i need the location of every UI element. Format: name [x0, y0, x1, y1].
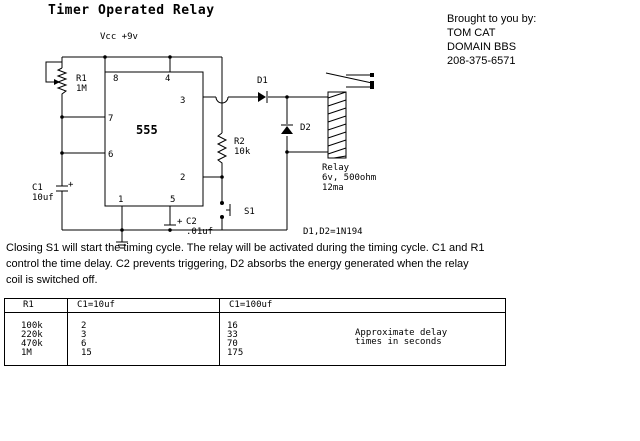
credits-block: Brought to you by: TOM CAT DOMAIN BBS 20… — [447, 12, 536, 68]
table-cell: 33 — [227, 330, 238, 340]
pin-8-label: 8 — [113, 74, 118, 84]
pin-4-label: 4 — [165, 74, 170, 84]
r1-value: 1M — [76, 84, 87, 94]
s1-switch — [220, 201, 231, 219]
credits-bbs: DOMAIN BBS — [447, 41, 517, 53]
s1-label: S1 — [244, 207, 255, 217]
d2-label: D2 — [300, 123, 311, 133]
table-cell: 70 — [227, 339, 238, 349]
c2-value: .01uf — [186, 227, 213, 237]
description-line-3: coil is switched off. — [6, 274, 98, 286]
header-c1-10uf: C1=10uf — [77, 300, 115, 310]
relay-current: 12ma — [322, 183, 344, 193]
header-c1-100uf: C1=100uf — [229, 300, 273, 310]
relay-label: Relay — [322, 163, 350, 173]
description: Closing S1 will start the timing cycle. … — [6, 240, 486, 288]
wires — [45, 56, 373, 242]
c1-10uf-column: 2 3 6 15 — [81, 322, 92, 358]
schematic-diagram: Vcc +9v 8 4 7 6 3 2 1 5 555 R1 1M R2 10k… — [32, 32, 376, 249]
r1-wiper-arrow — [54, 79, 60, 85]
table-cell: 6 — [81, 339, 87, 349]
pin-2-label: 2 — [180, 173, 185, 183]
c2-name: C2 — [186, 217, 197, 227]
table-cell: 15 — [81, 348, 92, 358]
vcc-label: Vcc +9v — [100, 32, 138, 42]
r1-name: R1 — [76, 74, 87, 84]
table-header-row — [5, 299, 505, 313]
c2-plus: + — [177, 217, 183, 227]
junction-dots — [60, 55, 289, 232]
c1-value: 10uf — [32, 193, 54, 203]
c1-name: C1 — [32, 183, 43, 193]
table-note-line-1: Approximate delay — [355, 328, 448, 338]
diode-part-note: D1,D2=1N194 — [303, 227, 363, 237]
c1-100uf-column: 16 33 70 175 — [227, 322, 243, 358]
delay-table: R1 C1=10uf C1=100uf 100k 220k 470k 1M 2 … — [4, 298, 506, 366]
credits-phone: 208-375-6571 — [447, 55, 516, 67]
relay-contacts — [370, 73, 374, 89]
table-cell: 100k — [21, 321, 43, 331]
c1-plus: + — [68, 180, 74, 190]
table-cell: 3 — [81, 330, 87, 340]
table-cell: 220k — [21, 330, 43, 340]
credits-line-1: Brought to you by: — [447, 13, 537, 25]
page-title: Timer Operated Relay — [48, 3, 215, 18]
r2-resistor — [216, 132, 228, 165]
pin-3-label: 3 — [180, 96, 185, 106]
c1-capacitor — [56, 185, 68, 192]
table-note-line-2: times in seconds — [355, 337, 442, 347]
table-note: Approximate delay times in seconds — [355, 329, 447, 347]
ground-icon — [116, 241, 128, 249]
table-cell: 2 — [81, 321, 87, 331]
r2-value: 10k — [234, 147, 251, 157]
pin-6-label: 6 — [108, 150, 113, 160]
table-cell: 16 — [227, 321, 238, 331]
description-line-2: control the time delay. C2 prevents trig… — [6, 258, 469, 270]
relay-coil — [327, 91, 347, 159]
d2-diode — [281, 124, 293, 134]
pin-7-label: 7 — [108, 114, 113, 124]
table-cell: 1M — [21, 348, 32, 358]
table-cell: 470k — [21, 339, 43, 349]
description-line-1: Closing S1 will start the timing cycle. … — [6, 242, 485, 254]
d1-label: D1 — [257, 76, 268, 86]
header-r1: R1 — [23, 300, 34, 310]
ic-555-body — [104, 71, 204, 207]
r2-name: R2 — [234, 137, 245, 147]
table-cell: 175 — [227, 348, 244, 358]
pin-1-label: 1 — [118, 195, 123, 205]
pin-5-label: 5 — [170, 195, 175, 205]
r1-values-column: 100k 220k 470k 1M — [21, 322, 43, 358]
d1-diode — [258, 91, 268, 103]
credits-author: TOM CAT — [447, 27, 496, 39]
ic-label: 555 — [136, 123, 158, 137]
relay-spec: 6v, 500ohm — [322, 173, 376, 183]
table-divider-1 — [67, 299, 68, 365]
table-divider-2 — [219, 299, 220, 365]
